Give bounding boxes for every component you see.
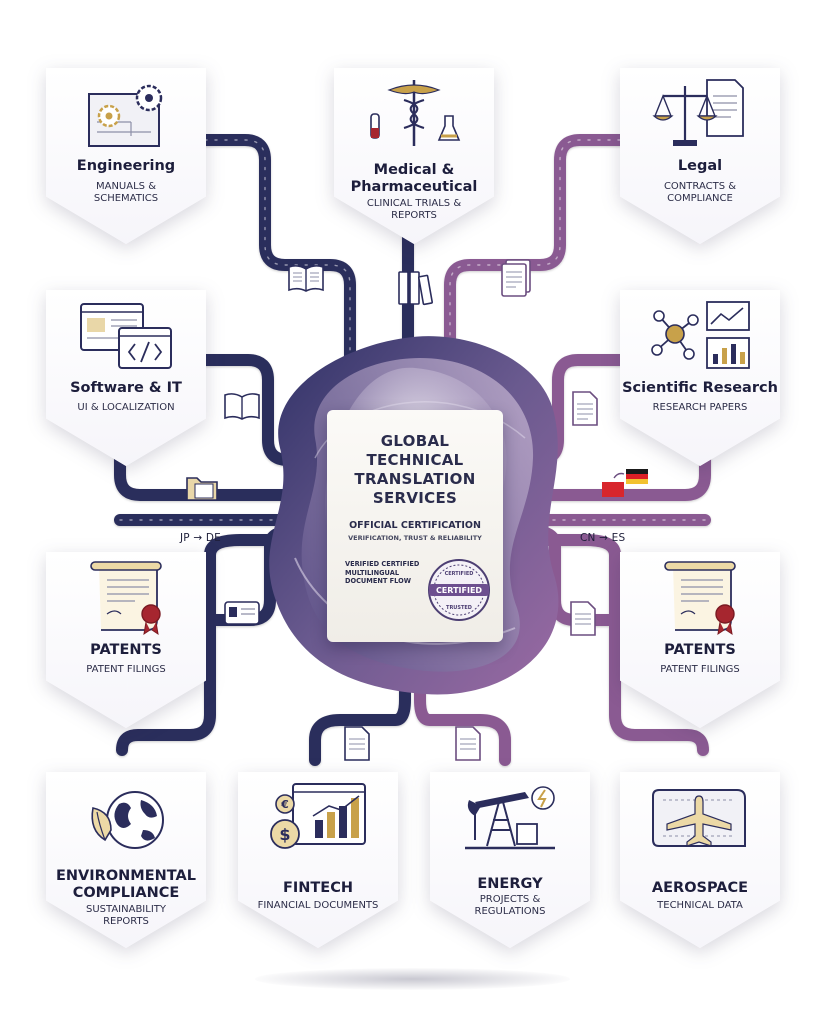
category-card-fintech[interactable]: € $ FINTECH FINANCIAL DOCUMENTS [238, 772, 398, 948]
pipe-bottom-right [414, 644, 511, 766]
pipe-patents-left-lower [116, 534, 306, 756]
category-title: Legal [677, 158, 723, 174]
patent-scroll-icon [664, 561, 736, 636]
category-title: PATENTS [664, 642, 736, 658]
category-subtitle: FINANCIAL DOCUMENTS [257, 900, 379, 911]
category-subtitle: PATENT FILINGS [660, 664, 740, 675]
document-icon-4 [455, 726, 481, 761]
document-icon-3 [344, 726, 370, 761]
category-title: Scientific Research [622, 380, 778, 396]
gears-blueprint-icon [88, 84, 163, 147]
binders-icon [398, 271, 433, 306]
category-subtitle: SUSTAINABILITY REPORTS [85, 904, 166, 927]
category-card-energy[interactable]: ENERGY PROJECTS & REGULATIONS [430, 772, 590, 948]
translation-flags-icon [602, 469, 648, 497]
hub-title: GLOBAL TECHNICAL TRANSLATION SERVICES [354, 432, 476, 507]
category-title: AEROSPACE [651, 880, 749, 896]
category-subtitle: MANUALS & SCHEMATICS [93, 181, 159, 204]
certificate-document: GLOBAL TECHNICAL TRANSLATION SERVICES OF… [327, 410, 503, 642]
seal-main-text: CERTIFIED [436, 586, 482, 595]
pipe-scientific-lower [519, 449, 711, 501]
document-flow-note: VERIFIED CERTIFIED MULTILINGUAL DOCUMENT… [345, 560, 420, 585]
ground-shadow [255, 968, 570, 990]
scales-of-justice-icon [652, 79, 744, 146]
category-title: ENVIRONMENTAL COMPLIANCE [56, 868, 196, 901]
oil-pump-icon [465, 786, 555, 850]
language-pair-right: CN → ES [580, 532, 626, 544]
category-title: Engineering [76, 158, 176, 174]
airplane-blueprint-icon [652, 789, 746, 847]
globe-leaf-icon [91, 791, 164, 849]
seal-bottom-text: TRUSTED [446, 605, 472, 611]
caduceus-icon [370, 80, 461, 146]
category-card-engineering[interactable]: Engineering MANUALS & SCHEMATICS [46, 68, 206, 244]
document-icon-2 [570, 601, 596, 636]
category-subtitle: PROJECTS & REGULATIONS [474, 894, 546, 917]
finance-chart-icon: € $ [270, 783, 366, 849]
category-card-patents-left[interactable]: PATENTS PATENT FILINGS [46, 552, 206, 728]
folder-icon [186, 477, 218, 501]
seal-top-text: CERTIFIED [445, 571, 474, 577]
category-subtitle: UI & LOCALIZATION [77, 402, 175, 413]
pipe-software [199, 354, 311, 466]
molecule-chart-icon [651, 301, 750, 369]
category-title: ENERGY [477, 876, 543, 892]
official-certification-label: OFFICIAL CERTIFICATION [349, 520, 481, 531]
certified-seal-icon: CERTIFIED CERTIFIED TRUSTED [428, 559, 490, 621]
pipe-software-lower [114, 449, 311, 501]
open-book-icon [288, 265, 324, 292]
code-window-icon [80, 303, 172, 369]
category-title: FINTECH [282, 880, 353, 896]
svg-text:$: $ [279, 825, 290, 844]
category-subtitle: CONTRACTS & COMPLIANCE [663, 181, 737, 204]
verification-tagline: VERIFICATION, TRUST & RELIABILITY [348, 534, 482, 542]
pipe-bottom-left [309, 644, 411, 766]
pipe-legal [444, 134, 626, 386]
language-pair-left: JP → DE [180, 532, 222, 544]
category-subtitle: PATENT FILINGS [86, 664, 166, 675]
category-title: Software & IT [70, 380, 182, 396]
open-book-icon-2 [224, 393, 260, 420]
category-title: Medical & Pharmaceutical [350, 162, 478, 195]
svg-text:€: € [280, 798, 289, 811]
category-subtitle: TECHNICAL DATA [657, 900, 743, 911]
category-card-environmental[interactable]: ENVIRONMENTAL COMPLIANCE SUSTAINABILITY … [46, 772, 206, 948]
id-card-icon [224, 601, 260, 625]
pipe-patents-right-lower [519, 534, 709, 756]
category-card-medical[interactable]: Medical & Pharmaceutical CLINICAL TRIALS… [334, 68, 494, 244]
category-subtitle: RESEARCH PAPERS [652, 402, 748, 413]
patent-scroll-icon [90, 561, 162, 636]
category-card-legal[interactable]: Legal CONTRACTS & COMPLIANCE [620, 68, 780, 244]
category-card-software[interactable]: Software & IT UI & LOCALIZATION [46, 290, 206, 466]
category-title: PATENTS [90, 642, 162, 658]
category-card-aerospace[interactable]: AEROSPACE TECHNICAL DATA [620, 772, 780, 948]
category-subtitle: CLINICAL TRIALS & REPORTS [366, 198, 462, 221]
document-stack-icon [501, 259, 531, 297]
document-icon [572, 391, 598, 426]
category-card-scientific-research[interactable]: Scientific Research RESEARCH PAPERS [620, 290, 780, 466]
category-card-patents-right[interactable]: PATENTS PATENT FILINGS [620, 552, 780, 728]
